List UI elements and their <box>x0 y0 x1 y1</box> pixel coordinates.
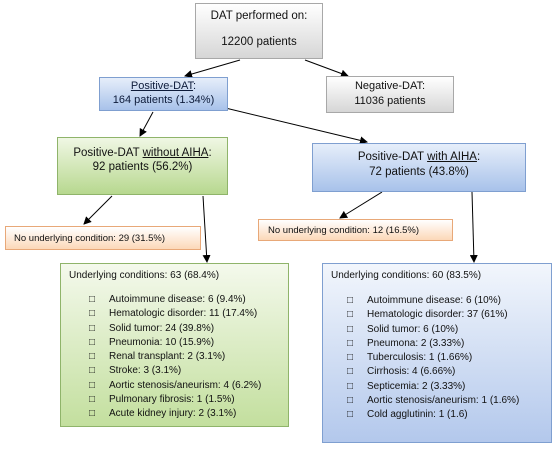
list-item: □Septicemia: 2 (3.33%) <box>347 380 551 394</box>
list-item: □Stroke: 3 (3.1%) <box>89 364 288 378</box>
positive-dat-count: 164 patients (1.34%) <box>112 94 215 106</box>
bullet-square-icon: □ <box>89 322 96 334</box>
without-aiha-count: 92 patients (56.2%) <box>92 161 193 173</box>
list-item: □Autoimmune disease: 6 (10%) <box>347 294 551 308</box>
list-item: □Cirrhosis: 4 (6.66%) <box>347 365 551 379</box>
negative-dat-count: 11036 patients <box>354 95 426 107</box>
without-aiha-colon: : <box>208 147 212 159</box>
root-title: DAT performed on: <box>210 10 308 22</box>
list-item: □Aortic stenosis/aneurism: 1 (1.6%) <box>347 394 551 408</box>
bullet-square-icon: □ <box>89 408 96 420</box>
bullet-square-icon: □ <box>347 380 354 392</box>
bullet-square-icon: □ <box>89 379 96 391</box>
conditions-left-title: Underlying conditions: 63 (68.4%) <box>69 270 220 281</box>
with-aiha-count: 72 patients (43.8%) <box>369 166 469 178</box>
list-item: □Pneumonia: 10 (15.9%) <box>89 336 288 350</box>
positive-dat-colon: : <box>193 80 197 92</box>
conditions-right-box: Underlying conditions: 60 (83.5%) □Autoi… <box>322 263 552 443</box>
bullet-square-icon: □ <box>89 294 96 305</box>
list-item: □Autoimmune disease: 6 (9.4%) <box>89 293 288 307</box>
list-item: □Renal transplant: 2 (3.1%) <box>89 350 288 364</box>
bullet-square-icon: □ <box>89 394 96 406</box>
bullet-square-icon: □ <box>347 323 354 335</box>
arrow-positive-to-without <box>139 111 154 137</box>
bullet-square-icon: □ <box>347 309 354 321</box>
with-aiha-emph: with AIHA <box>427 151 477 163</box>
with-aiha-box: Positive-DAT with AIHA: 72 patients (43.… <box>312 143 526 192</box>
list-item: □Pulmonary fibrosis: 1 (1.5%) <box>89 393 288 407</box>
no-condition-right-box: No underlying condition: 12 (16.5%) <box>258 219 453 241</box>
bullet-square-icon: □ <box>89 351 96 363</box>
bullet-square-icon: □ <box>347 366 354 378</box>
list-item: □Solid tumor: 24 (39.8%) <box>89 322 288 336</box>
bullet-square-icon: □ <box>347 337 354 349</box>
bullet-square-icon: □ <box>347 395 354 407</box>
list-item: □Hematologic disorder: 11 (17.4%) <box>89 307 288 321</box>
root-count: 12200 patients <box>221 36 297 48</box>
conditions-right-list: □Autoimmune disease: 6 (10%) □Hematologi… <box>331 294 551 423</box>
list-item: □Hematologic disorder: 37 (61%) <box>347 308 551 322</box>
no-condition-right-text: No underlying condition: 12 (16.5%) <box>268 225 420 236</box>
bullet-square-icon: □ <box>89 336 96 348</box>
without-aiha-box: Positive-DAT without AIHA: 92 patients (… <box>57 137 228 195</box>
list-item: □Solid tumor: 6 (10%) <box>347 323 551 337</box>
negative-dat-box: Negative-DAT: 11036 patients <box>326 76 454 113</box>
no-condition-left-box: No underlying condition: 29 (31.5%) <box>5 226 201 250</box>
list-item: □Aortic stenosis/aneurism: 4 (6.2%) <box>89 379 288 393</box>
list-item: □Tuberculosis: 1 (1.66%) <box>347 351 551 365</box>
conditions-left-box: Underlying conditions: 63 (68.4%) □Autoi… <box>60 263 289 427</box>
without-aiha-emph: without AIHA <box>142 147 209 159</box>
bullet-square-icon: □ <box>89 365 96 377</box>
positive-dat-title: Positive-DAT <box>130 80 194 92</box>
negative-dat-title: Negative-DAT: <box>354 80 426 92</box>
with-aiha-prefix: Positive-DAT <box>357 151 428 163</box>
root-box: DAT performed on: 12200 patients <box>195 3 323 59</box>
conditions-left-list: □Autoimmune disease: 6 (9.4%) □Hematolog… <box>69 293 288 422</box>
arrow-without-to-cond <box>202 195 211 263</box>
bullet-square-icon: □ <box>347 409 354 421</box>
list-item: □Pneumona: 2 (3.33%) <box>347 337 551 351</box>
arrow-without-to-nocond <box>83 195 113 225</box>
without-aiha-prefix: Positive-DAT <box>73 147 143 159</box>
arrow-with-to-nocond <box>339 191 383 219</box>
bullet-square-icon: □ <box>89 308 96 320</box>
bullet-square-icon: □ <box>347 295 354 306</box>
list-item: □Acute kidney injury: 2 (3.1%) <box>89 407 288 421</box>
bullet-square-icon: □ <box>347 352 354 364</box>
arrow-positive-to-with <box>212 104 368 145</box>
arrow-root-to-positive <box>184 59 241 78</box>
with-aiha-colon: : <box>476 151 481 163</box>
list-item: □Cold agglutinin: 1 (1.6) <box>347 408 551 422</box>
positive-dat-box: Positive-DAT: 164 patients (1.34%) <box>99 77 228 111</box>
arrow-with-to-cond <box>469 191 478 263</box>
arrow-root-to-negative <box>304 59 349 78</box>
conditions-right-title: Underlying conditions: 60 (83.5%) <box>331 270 482 281</box>
no-condition-left-text: No underlying condition: 29 (31.5%) <box>14 233 166 244</box>
